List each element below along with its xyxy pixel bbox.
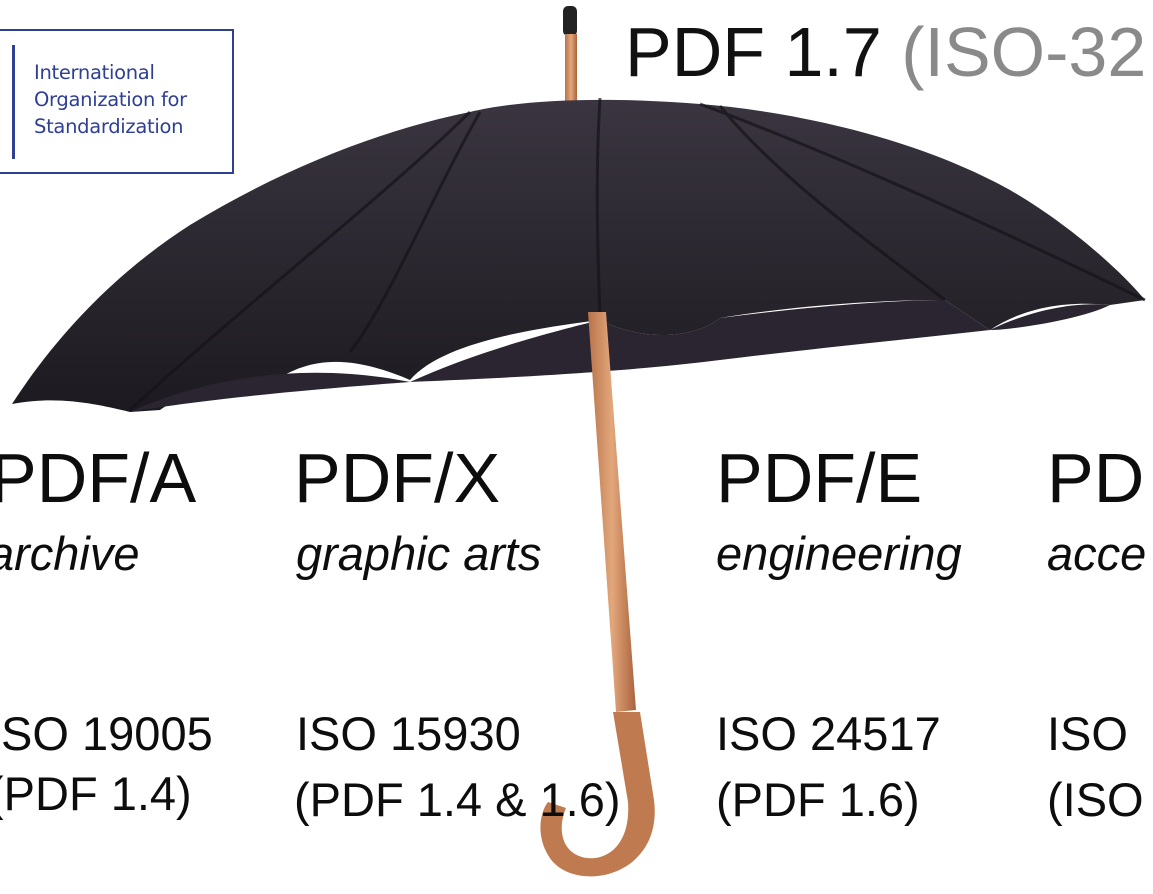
umbrella-shaft — [588, 312, 636, 712]
standard-purpose-x: graphic arts — [296, 527, 542, 580]
umbrella-underside — [130, 300, 1110, 412]
logo-line-3: Standardization — [34, 115, 184, 138]
standard-name-a: PDF/A — [0, 439, 197, 517]
standard-name-e: PDF/E — [716, 439, 923, 517]
standard-version-a: (PDF 1.4) — [0, 767, 192, 820]
standard-name-x: PDF/X — [294, 439, 501, 517]
umbrella-tip — [563, 6, 577, 36]
title-iso: (ISO-32 — [901, 13, 1147, 91]
umbrella-canopy — [12, 99, 1145, 413]
standard-name-ua: PD — [1047, 439, 1145, 517]
standard-iso-x: ISO 15930 — [296, 707, 521, 760]
standard-purpose-e: engineering — [716, 527, 962, 580]
logo-bar — [12, 45, 15, 159]
standard-iso-a: ISO 19005 — [0, 707, 213, 760]
iso-logo: International Organization for Standardi… — [0, 29, 234, 174]
logo-line-1: International — [34, 61, 155, 84]
umbrella-top-shaft — [565, 34, 577, 106]
page-title: PDF 1.7 (ISO-32 — [625, 12, 1146, 92]
logo-line-2: Organization for — [34, 88, 187, 111]
standard-version-ua: (ISO — [1047, 773, 1144, 826]
standard-iso-ua: ISO — [1047, 707, 1128, 760]
standard-purpose-ua: acce — [1047, 527, 1147, 580]
standard-iso-e: ISO 24517 — [716, 707, 941, 760]
logo-text: International Organization for Standardi… — [34, 59, 187, 140]
umbrella-handle — [540, 712, 655, 877]
umbrella-seams — [128, 97, 1146, 412]
standard-version-x: (PDF 1.4 & 1.6) — [294, 773, 621, 826]
standard-purpose-a: archive — [0, 527, 140, 580]
standard-version-e: (PDF 1.6) — [716, 773, 920, 826]
title-main: PDF 1.7 — [625, 13, 882, 91]
